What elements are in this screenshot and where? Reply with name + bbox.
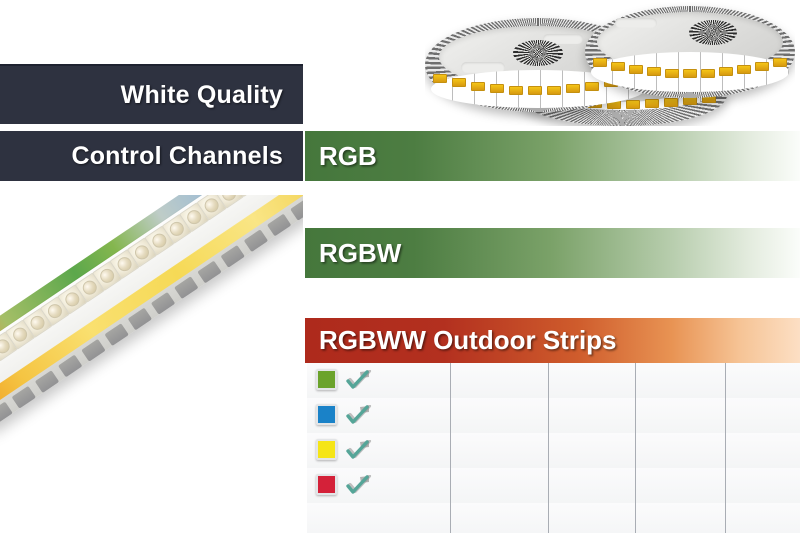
check-icon [346, 439, 372, 460]
banner-rgb: RGB [305, 131, 800, 181]
table-column-divider [548, 363, 549, 533]
banner-rgb-text: RGB [319, 140, 377, 171]
led-chip [664, 98, 678, 108]
led-chip [626, 99, 640, 109]
led-chip [433, 74, 447, 83]
table-column-divider [725, 363, 726, 533]
label-white-quality: White Quality [0, 66, 303, 124]
led-chip [683, 69, 697, 78]
table-row[interactable] [307, 503, 800, 533]
led-chip [611, 61, 625, 71]
table-row[interactable] [307, 363, 800, 399]
table-column-divider [450, 363, 451, 533]
banner-rgbw-text: RGBW [319, 237, 402, 268]
check-icon [346, 369, 372, 390]
label-control-channels-text: Control Channels [71, 141, 283, 170]
channel-indicator [316, 404, 372, 425]
banner-rgbww: RGBWW Outdoor Strips [305, 318, 800, 363]
led-chip [490, 84, 504, 94]
label-control-channels: Control Channels [0, 131, 303, 181]
led-chip [509, 85, 523, 95]
led-chip [665, 68, 679, 78]
label-white-quality-text: White Quality [120, 80, 283, 109]
mounting-slot [0, 401, 13, 425]
banner-rgbww-text: RGBWW Outdoor Strips [319, 325, 617, 355]
banner-rgbw: RGBW [305, 228, 800, 278]
green-swatch [316, 369, 337, 390]
reel-right [585, 6, 795, 98]
yellow-swatch [316, 439, 337, 460]
left-panel: White Quality Control Channels [0, 0, 303, 533]
check-icon [346, 474, 372, 495]
top-divider-rule [0, 64, 303, 66]
comparison-table [307, 363, 800, 533]
led-chip [566, 84, 580, 94]
led-chip [629, 65, 643, 75]
led-strip-reels-photo [425, 2, 795, 126]
red-swatch [316, 474, 337, 495]
led-chip [593, 58, 607, 67]
led-chip [719, 67, 733, 77]
led-chip [755, 61, 769, 71]
led-chip [585, 81, 599, 91]
led-chip [737, 65, 751, 75]
blue-swatch [316, 404, 337, 425]
table-row[interactable] [307, 433, 800, 469]
led-chip [701, 68, 715, 78]
led-strip-assembly [0, 195, 303, 445]
led-chip [471, 81, 485, 91]
led-chip [547, 85, 561, 95]
led-chip [773, 58, 787, 67]
led-chip [647, 67, 661, 77]
table-row[interactable] [307, 468, 800, 504]
channel-indicator [316, 474, 372, 495]
channel-indicator [316, 439, 372, 460]
table-column-divider [635, 363, 636, 533]
angled-led-strip-photo [0, 195, 303, 533]
check-icon [346, 404, 372, 425]
table-row[interactable] [307, 398, 800, 434]
led-chip [645, 99, 659, 109]
led-chip [452, 78, 466, 88]
led-chip [528, 86, 542, 95]
channel-indicator [316, 369, 372, 390]
